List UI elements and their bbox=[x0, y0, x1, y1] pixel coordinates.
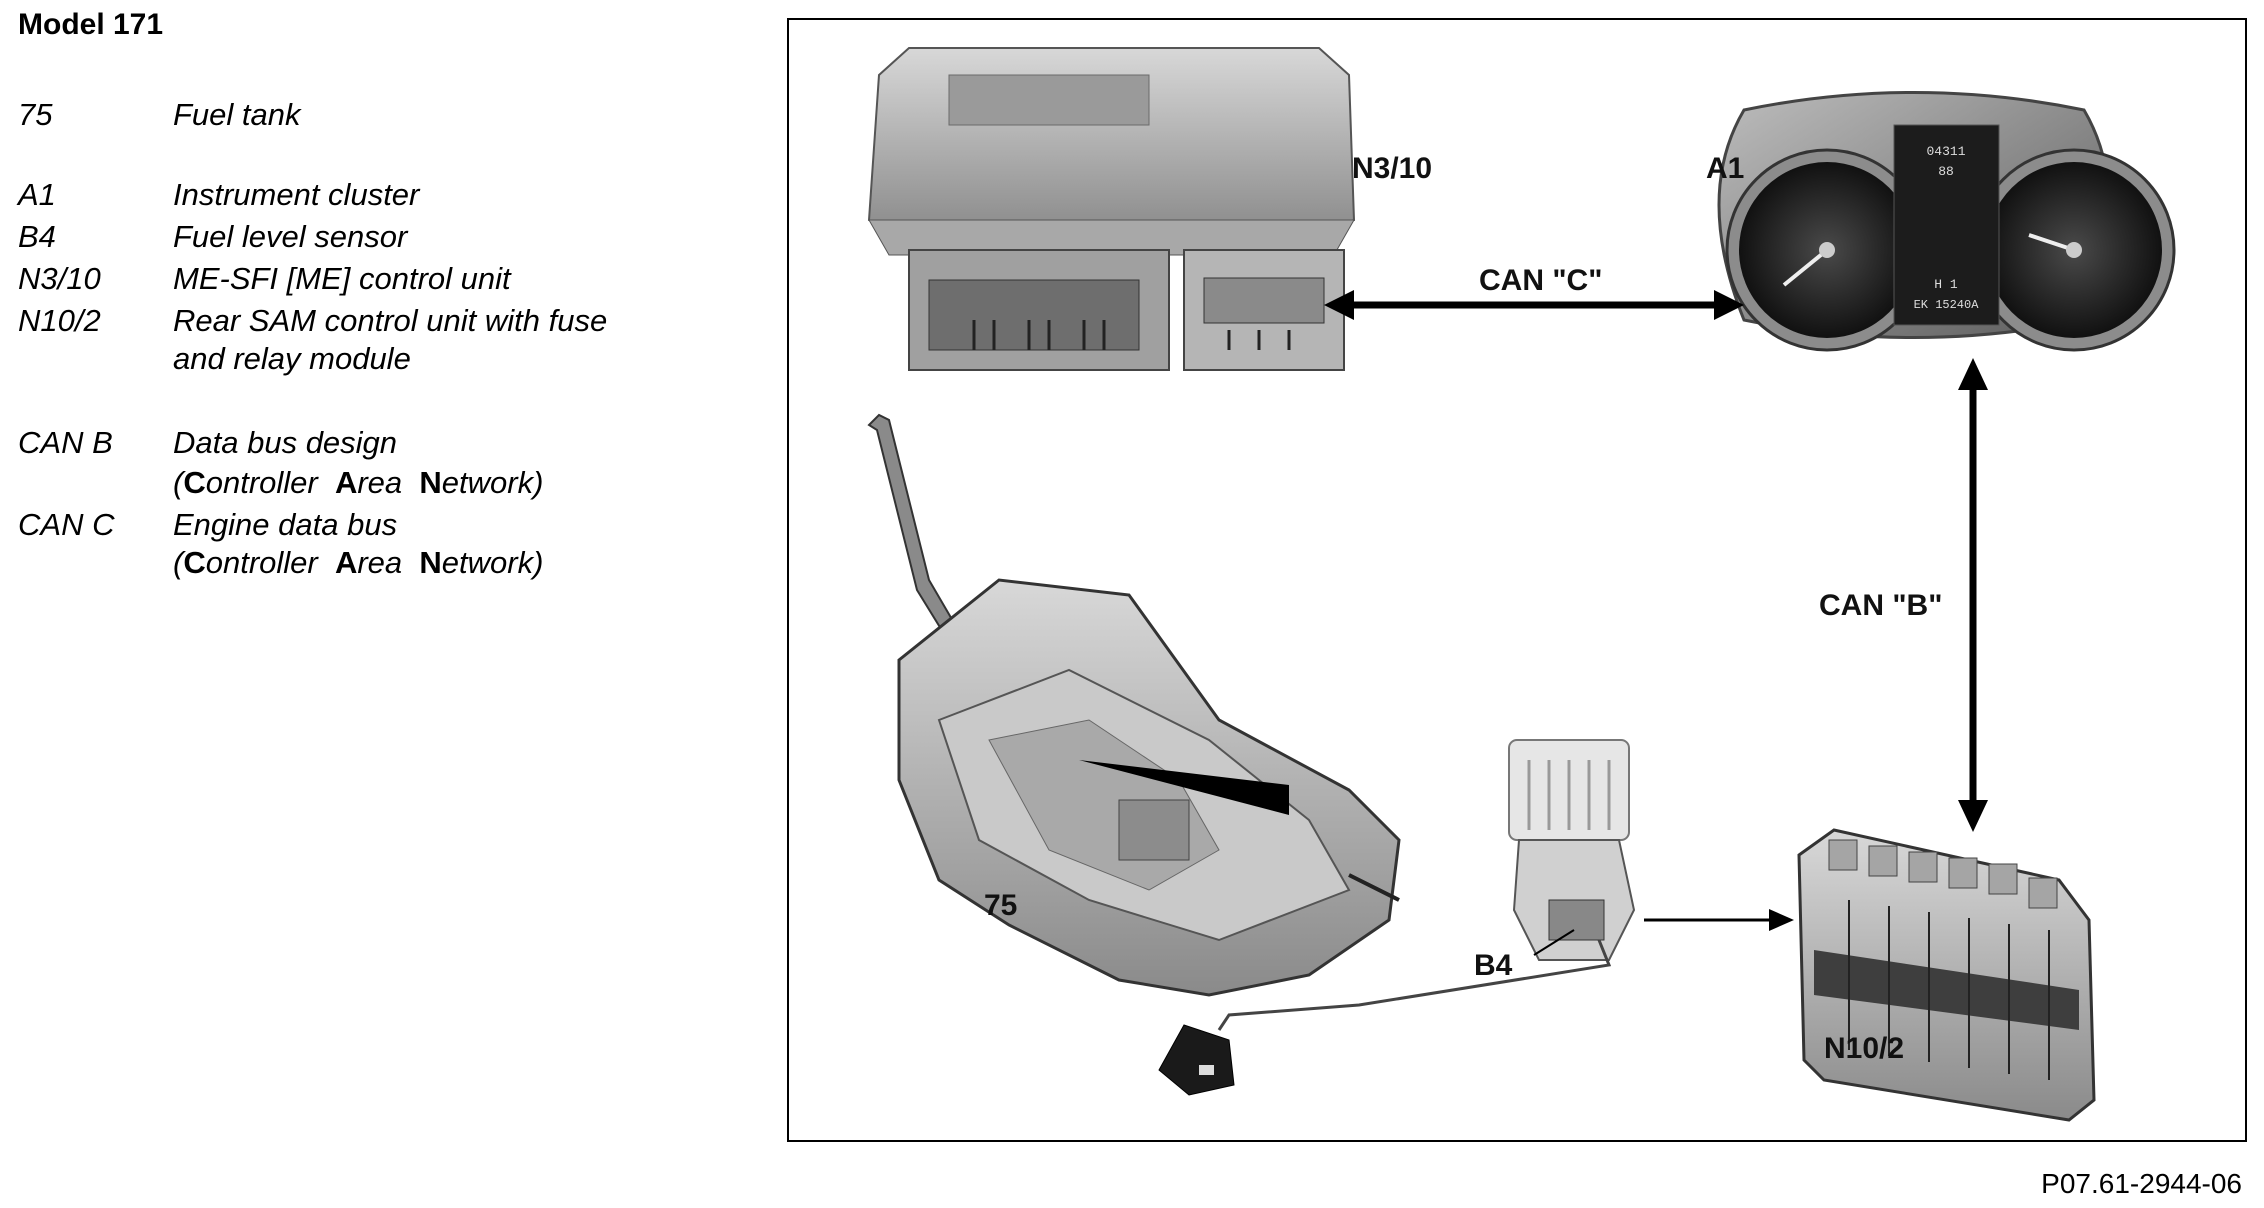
diagram-frame: 04311 88 H 1 EK 15240A bbox=[787, 18, 2247, 1142]
label-can-c: CAN "C" bbox=[1479, 264, 1602, 297]
cluster-display-line: H 1 bbox=[1934, 277, 1958, 292]
legend-code: CAN B bbox=[18, 425, 113, 460]
legend-desc: ME-SFI [ME] control unit bbox=[173, 261, 511, 296]
legend-code: A1 bbox=[18, 177, 56, 212]
label-a1: A1 bbox=[1706, 152, 1744, 185]
legend-desc: Instrument cluster bbox=[173, 177, 420, 212]
legend-code: N3/10 bbox=[18, 261, 101, 296]
legend-code: N10/2 bbox=[18, 303, 101, 338]
can-expansion: (Controller Area Network) bbox=[173, 545, 544, 580]
b4-leader-line bbox=[1533, 929, 1575, 956]
label-can-b: CAN "B" bbox=[1819, 589, 1942, 622]
label-b4: B4 bbox=[1474, 949, 1513, 982]
label-fuel-tank-75: 75 bbox=[984, 889, 1017, 922]
page-title: Model 171 bbox=[18, 8, 164, 41]
legend-desc-cont: and relay module bbox=[173, 341, 411, 376]
cluster-display-line: 04311 bbox=[1926, 144, 1965, 159]
legend-desc: Fuel level sensor bbox=[173, 219, 408, 254]
cluster-display-line: EK 15240A bbox=[1914, 298, 1980, 312]
cluster-display-line: 88 bbox=[1938, 164, 1954, 179]
legend-desc: Engine data bus bbox=[173, 507, 398, 542]
label-n10-2: N10/2 bbox=[1824, 1032, 1904, 1065]
sensor-to-sam-arrow bbox=[1644, 909, 1794, 931]
instrument-cluster-image: 04311 88 H 1 EK 15240A bbox=[1717, 91, 2176, 352]
legend-desc: Rear SAM control unit with fuse bbox=[173, 303, 608, 338]
fuel-tank-image bbox=[867, 413, 1401, 997]
legend-code: 75 bbox=[18, 97, 53, 132]
figure-reference: P07.61-2944-06 bbox=[2041, 1168, 2242, 1199]
can-c-connection-arrow bbox=[1324, 290, 1744, 320]
legend-desc: Data bus design bbox=[173, 425, 398, 460]
can-expansion: (Controller Area Network) bbox=[173, 465, 544, 500]
legend-code: B4 bbox=[18, 219, 56, 254]
legend-code: CAN C bbox=[18, 507, 115, 542]
can-b-connection-arrow bbox=[1958, 358, 1988, 832]
rear-sam-control-unit-image bbox=[1797, 828, 2096, 1122]
fuel-level-sensor-image bbox=[1158, 739, 1636, 1096]
me-control-unit-image bbox=[867, 47, 1356, 371]
legend-desc: Fuel tank bbox=[173, 97, 301, 132]
diagram-canvas: 04311 88 H 1 EK 15240A bbox=[867, 47, 2176, 1122]
label-n3-10: N3/10 bbox=[1352, 152, 1432, 185]
